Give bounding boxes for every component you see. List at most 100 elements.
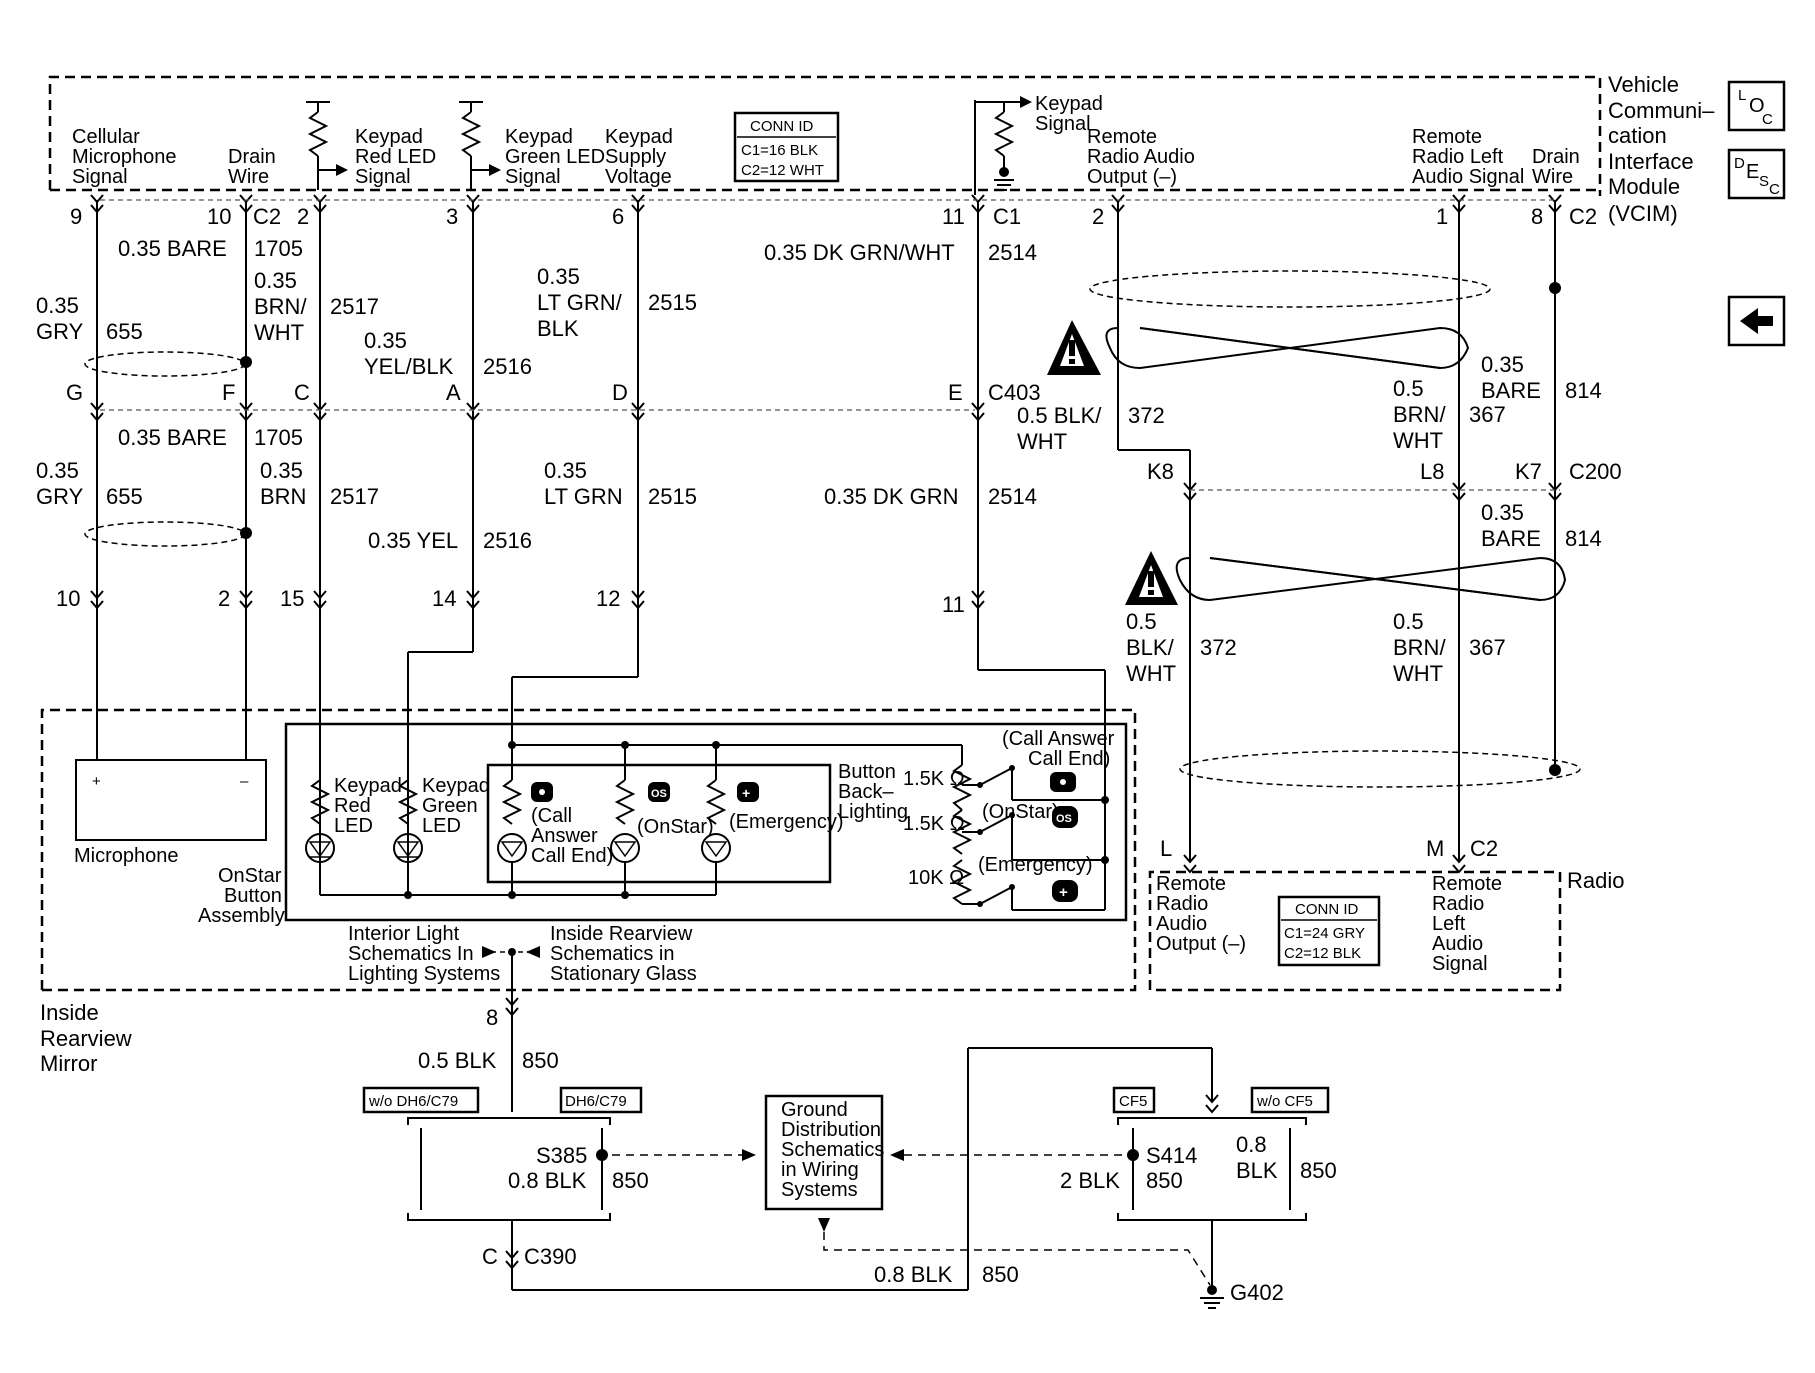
connector-chevron bbox=[313, 204, 327, 214]
led-label: Keypad bbox=[422, 775, 490, 797]
circuit-number: 2517 bbox=[330, 484, 379, 509]
loc-letter: L bbox=[1738, 87, 1746, 104]
circuit-number: 814 bbox=[1565, 378, 1602, 403]
ref-label: Ground bbox=[781, 1099, 848, 1121]
pin-label: E bbox=[948, 380, 963, 405]
connector-chevron bbox=[239, 204, 253, 214]
backlighting-label: Lighting bbox=[838, 801, 908, 823]
c403-pins: G F C A D E C403 bbox=[66, 380, 1041, 405]
ref-label: Stationary Glass bbox=[550, 963, 697, 985]
drain-wire-label: Wire bbox=[228, 166, 269, 188]
drain-wire-label: Drain bbox=[228, 146, 276, 168]
wire-label: BLK bbox=[1236, 1158, 1278, 1183]
circuit-number: 2516 bbox=[483, 528, 532, 553]
back-button[interactable] bbox=[1727, 295, 1786, 347]
vcim-title: Vehicle Communi– cation Interface Module… bbox=[1608, 72, 1715, 226]
vcim-title-line: Interface bbox=[1608, 149, 1694, 174]
connector-chevron bbox=[1111, 194, 1125, 204]
ground-symbol-icon bbox=[1200, 1285, 1224, 1309]
connector-chevron bbox=[313, 194, 327, 204]
keypad-red-label: Signal bbox=[355, 166, 411, 188]
mirror-pins: 10 2 15 14 12 11 bbox=[56, 586, 965, 617]
connector-chevron bbox=[1111, 204, 1125, 214]
upper-wire-labels: 0.35 BARE 1705 0.35 GRY 655 0.35 BRN/ WH… bbox=[36, 236, 1602, 454]
backlighting-label: Button bbox=[838, 761, 896, 783]
option-label: w/o CF5 bbox=[1256, 1093, 1313, 1110]
pin-label: K7 bbox=[1515, 459, 1542, 484]
loc-button[interactable]: L O C bbox=[1727, 80, 1786, 132]
connector-chevron bbox=[466, 600, 480, 610]
vcim-conn-id: CONN ID C1=16 BLK C2=12 WHT bbox=[733, 111, 840, 183]
desc-button[interactable]: D E S C bbox=[1727, 148, 1786, 200]
twisted-pairs bbox=[1105, 326, 1567, 602]
circuit-number: 372 bbox=[1128, 403, 1165, 428]
conn-id-c1: C1=16 BLK bbox=[741, 142, 818, 159]
circuit-number: 2517 bbox=[330, 294, 379, 319]
wire-label: GRY bbox=[36, 484, 84, 509]
wire-label: 0.35 bbox=[254, 268, 297, 293]
ref-label: Schematics In bbox=[348, 943, 474, 965]
cell-mic-label: Signal bbox=[72, 166, 128, 188]
connector-chevron bbox=[631, 194, 645, 204]
pin-label: 2 bbox=[297, 204, 309, 229]
vcim-title-line: Communi– bbox=[1608, 98, 1715, 123]
desc-letter: S bbox=[1759, 173, 1769, 190]
connector-chevron bbox=[631, 590, 645, 600]
connector-chevron bbox=[90, 590, 104, 600]
ref-label: Inside Rearview bbox=[550, 923, 693, 945]
option-label: DH6/C79 bbox=[565, 1093, 627, 1110]
switch-label: (Emergency) bbox=[978, 854, 1092, 876]
desc-letter: D bbox=[1734, 155, 1745, 172]
assembly-label: Button bbox=[224, 885, 282, 907]
minus-sign: – bbox=[240, 773, 249, 790]
pin-label: M bbox=[1426, 836, 1444, 861]
led-label: LED bbox=[422, 815, 461, 837]
keypad-supply-label: Voltage bbox=[605, 166, 672, 188]
switch-label: Call End) bbox=[1028, 748, 1110, 770]
connector-chevron bbox=[631, 412, 645, 422]
wire-label: WHT bbox=[1393, 661, 1443, 686]
ref-label: in Wiring bbox=[781, 1159, 859, 1181]
mirror-title-line: Inside bbox=[40, 1000, 99, 1025]
c200-pins: K8 L8 K7 C200 bbox=[1147, 459, 1622, 484]
onstar-icon: OS bbox=[648, 782, 670, 802]
wire-label: 0.35 DK GRN bbox=[824, 484, 959, 509]
microphone: + – Microphone bbox=[74, 759, 267, 867]
pin-label: K8 bbox=[1147, 459, 1174, 484]
button-label: Call End) bbox=[531, 845, 613, 867]
radio-title: Radio bbox=[1567, 868, 1624, 893]
remote-radio-audio-label: Output (–) bbox=[1087, 166, 1177, 188]
wire-label: BLK/ bbox=[1126, 635, 1175, 660]
connector-chevron bbox=[90, 412, 104, 422]
pin-label: F bbox=[222, 380, 235, 405]
emergency-icon: + bbox=[1052, 880, 1078, 902]
vcim-internal-resistors bbox=[306, 96, 1032, 195]
connector-chevron bbox=[90, 402, 104, 412]
circuit-number: 2515 bbox=[648, 290, 697, 315]
shields bbox=[84, 270, 1581, 788]
led-label: Red bbox=[334, 795, 371, 817]
led-label: Green bbox=[422, 795, 478, 817]
ref-label: Interior Light bbox=[348, 923, 460, 945]
keypad-green-label: Signal bbox=[505, 166, 561, 188]
resistor-value: 1.5K Ω bbox=[903, 813, 965, 835]
wire-label: WHT bbox=[1017, 429, 1067, 454]
connector-chevron bbox=[1452, 194, 1466, 204]
radio-label: Remote bbox=[1432, 873, 1502, 895]
circuit-number: 850 bbox=[1146, 1168, 1183, 1193]
wire-label: 2 BLK bbox=[1060, 1168, 1120, 1193]
circuit-number: 1705 bbox=[254, 236, 303, 261]
ref-label: Distribution bbox=[781, 1119, 881, 1141]
keypad-supply-label: Supply bbox=[605, 146, 666, 168]
cell-mic-label: Cellular bbox=[72, 126, 140, 148]
backlighting-label: Back– bbox=[838, 781, 894, 803]
connector-chevron bbox=[466, 590, 480, 600]
connector-chevron bbox=[631, 204, 645, 214]
connector-chevron bbox=[239, 600, 253, 610]
wire-label: BARE bbox=[1481, 378, 1541, 403]
ref-label: Systems bbox=[781, 1179, 858, 1201]
desc-letter: C bbox=[1769, 181, 1780, 198]
phone-icon bbox=[1050, 772, 1076, 792]
button-label: (Emergency) bbox=[729, 811, 843, 833]
vcim-title-line: cation bbox=[1608, 123, 1667, 148]
